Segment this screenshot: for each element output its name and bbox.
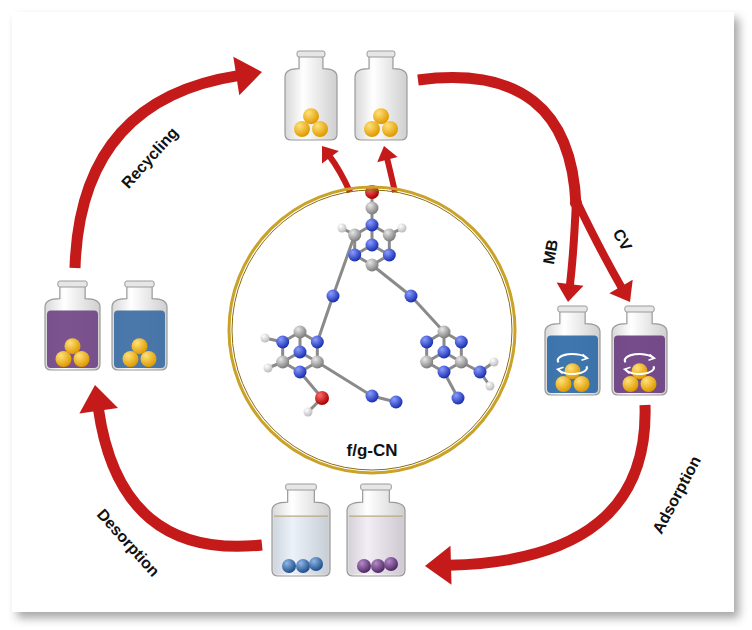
process-arrow	[449, 405, 645, 565]
material-name: f/g-CN	[347, 441, 398, 461]
process-arrow	[570, 200, 576, 286]
circle-outline	[227, 185, 517, 475]
bottle	[112, 281, 167, 370]
bottle	[612, 306, 667, 395]
material-circle: f/g-CN	[227, 185, 517, 475]
bottle	[355, 51, 407, 140]
process-arrow	[329, 156, 350, 192]
bottle	[545, 306, 600, 395]
process-arrow	[418, 78, 576, 205]
bottle	[272, 484, 330, 576]
bottle	[347, 484, 405, 576]
bottle	[45, 281, 100, 370]
bottle	[285, 51, 337, 140]
process-arrow	[75, 76, 238, 268]
frame	[12, 12, 734, 612]
arrow-head	[425, 546, 452, 585]
